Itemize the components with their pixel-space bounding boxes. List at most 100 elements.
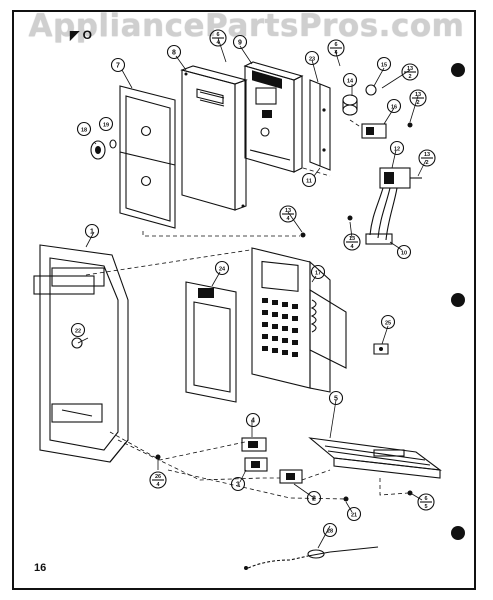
callout-4: 4 [245, 412, 261, 428]
callout-17-label: 17 [315, 271, 321, 277]
callout-24: 24 [214, 260, 230, 276]
callout-3: 3 [230, 476, 246, 492]
callouts: 7 8 9 23 14 15 [70, 34, 412, 538]
callout-18: 18 [76, 121, 92, 137]
callout-9-label: 9 [238, 40, 242, 47]
fraction-6-5-top: 6 [424, 496, 427, 502]
part-24-display-window [185, 281, 237, 403]
callout-12-label: 12 [394, 147, 400, 153]
part-9-control-board [243, 61, 304, 173]
callout-7-label: 7 [116, 63, 120, 70]
callout-25: 25 [380, 314, 396, 330]
fraction-13-2c-top: 13 [424, 152, 430, 158]
callout-28: 28 [322, 522, 338, 538]
part-2-switch [279, 469, 303, 484]
keypad-buttons [262, 298, 298, 357]
fraction-13-4b-top: 13 [349, 236, 355, 242]
callout-16-label: 16 [391, 105, 397, 111]
screw-13a [300, 232, 306, 238]
fraction-13-4a-bottom: 4 [286, 216, 290, 222]
callout-18-label: 18 [81, 128, 87, 134]
assembly-guide-lines [85, 119, 409, 500]
callout-10: 10 [396, 244, 412, 260]
fraction-callouts: 6 4 6 4 13 2 13 2 [149, 29, 436, 511]
sheet-code: ◤ O [70, 28, 92, 42]
callout-21-label: 21 [351, 513, 357, 519]
binder-hole-bottom [451, 526, 465, 540]
fraction-6-4-bottom: 4 [216, 40, 220, 46]
fraction-callout-13-2-a: 13 2 [401, 63, 419, 81]
callout-7: 7 [110, 57, 126, 73]
callout-4-label: 4 [251, 418, 255, 425]
fraction-6-4b-bottom: 4 [334, 50, 338, 56]
part-17-keypad-assembly [251, 247, 347, 393]
screw-6 [407, 490, 413, 496]
fraction-6-4-top: 6 [216, 32, 219, 38]
fraction-callout-13-4-b: 13 4 [343, 233, 361, 251]
fraction-callout-6-5: 6 5 [417, 493, 435, 511]
fraction-callout-6-4: 6 4 [209, 29, 227, 47]
callout-23: 23 [304, 50, 320, 66]
fraction-26-4-bottom: 4 [156, 482, 160, 488]
fraction-callout-13-4-a: 13 4 [279, 205, 297, 223]
fraction-6-4b-top: 6 [334, 42, 337, 48]
callout-12: 12 [389, 140, 405, 156]
fraction-callout-6-4-b: 6 4 [327, 39, 345, 57]
callout-17: 17 [310, 264, 326, 280]
fraction-callout-26-4: 26 4 [149, 471, 167, 489]
screw-21 [343, 496, 349, 502]
part-5-latch-plate [308, 437, 442, 479]
part-10-wire-harness [365, 187, 398, 245]
callout-5: 5 [328, 390, 344, 406]
callout-1: 1 [84, 223, 100, 239]
part-18-knob [90, 140, 106, 160]
part-8-bracket [180, 65, 248, 211]
binder-hole-top [451, 63, 465, 77]
fraction-callout-13-2-c: 13 2 [418, 149, 436, 167]
part-28-cord-assembly [244, 546, 379, 570]
screws [155, 122, 413, 502]
callout-28-label: 28 [327, 529, 333, 535]
callout-15-label: 15 [381, 63, 387, 69]
screw-13b [347, 215, 353, 221]
fraction-26-4-top: 26 [155, 474, 161, 480]
part-16-connector [361, 123, 387, 139]
callout-22-label: 22 [75, 329, 81, 335]
page-number: 16 [34, 562, 47, 574]
callout-21: 21 [346, 506, 362, 522]
callout-22: 22 [70, 322, 86, 338]
watermark: AppliancePartsPros.com [28, 8, 465, 44]
leader-lines [77, 37, 427, 549]
part-15-bulb [365, 84, 377, 96]
binder-hole-middle [451, 293, 465, 307]
fraction-13-2b-top: 13 [415, 92, 421, 98]
fraction-13-4b-bottom: 4 [350, 244, 354, 250]
callout-19: 19 [98, 116, 114, 132]
page-border [12, 10, 476, 590]
fraction-13-2a-top: 13 [407, 66, 413, 72]
fraction-13-2b-bottom: 2 [416, 100, 419, 106]
fraction-13-2a-bottom: 2 [408, 74, 411, 80]
part-1-front-frame [33, 244, 129, 463]
callout-5-label: 5 [334, 396, 338, 403]
callout-16: 16 [386, 98, 402, 114]
callout-1-label: 1 [90, 229, 94, 236]
callout-8-label: 8 [172, 50, 176, 57]
part-11-frame [309, 79, 331, 171]
part-25-clip [373, 343, 389, 355]
part-7-panel-plate [119, 85, 176, 229]
callout-9: 9 [232, 34, 248, 50]
callout-19-label: 19 [103, 123, 109, 129]
screw-13c [407, 122, 413, 128]
callout-14: 14 [342, 72, 358, 88]
fraction-13-2c-bottom: 2 [425, 160, 428, 166]
callout-11: 11 [301, 172, 317, 188]
binder-holes [451, 63, 465, 540]
callout-15: 15 [376, 56, 392, 72]
callout-2-label: 2 [312, 496, 316, 503]
part-14-socket [342, 94, 358, 116]
part-4-switch [241, 437, 267, 452]
fraction-13-4a-top: 13 [285, 208, 291, 214]
